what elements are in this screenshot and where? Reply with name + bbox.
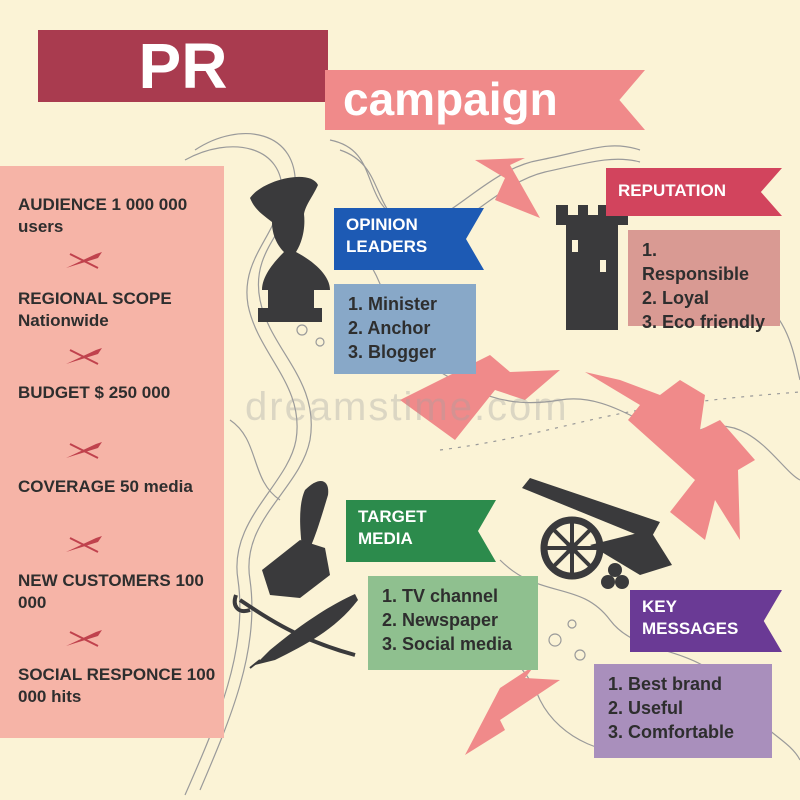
opinion-leaders-ribbon: OPINION LEADERS [334,208,484,270]
reputation-list: 1. Responsible 2. Loyal 3. Eco friendly [628,230,780,332]
cannon-icon [522,478,672,589]
stat-value: 50 media [120,477,193,496]
stat-label: AUDIENCE [18,195,107,214]
list-item: 2. Loyal [642,288,710,308]
stat-new-customers: NEW CUSTOMERS 100 000 [18,570,224,614]
stat-value: $ 250 000 [94,383,171,402]
key-messages-ribbon: KEY MESSAGES [630,590,782,652]
list-item: 2. Newspaper [382,610,499,630]
opinion-leaders-list: 1. Minister 2. Anchor 3. Blogger [334,284,476,374]
stat-label: BUDGET [18,383,90,402]
arrows [400,158,755,755]
ribbon-title-line2: MESSAGES [642,619,739,638]
ribbon-title: REPUTATION [618,181,726,200]
list-item: 3. Blogger [348,342,437,362]
arrow-icon [585,372,755,540]
list-item: 2. Useful [608,698,684,718]
stat-label: COVERAGE [18,477,116,496]
stat-regional-scope: REGIONAL SCOPE Nationwide [18,288,224,332]
quill-icon [66,630,102,647]
target-media-list: 1. TV channel 2. Newspaper 3. Social med… [368,576,538,670]
quill-icon [249,594,358,669]
quill-icon [66,442,102,459]
target-media-ribbon: TARGET MEDIA [346,500,496,562]
ribbon-title-line2: MEDIA [358,529,413,548]
sword-icon [232,594,356,657]
stat-label: REGIONAL SCOPE [18,289,172,308]
list-item: 1. Minister [348,294,438,314]
stat-audience: AUDIENCE 1 000 000 users [18,194,224,238]
watermark: dreamstime.com [245,385,569,429]
list-item: 3. Eco friendly [642,312,766,332]
ribbon-title-line1: OPINION [346,215,418,234]
hat-icon [262,480,330,598]
stat-value: Nationwide [18,311,109,330]
reputation-ribbon: REPUTATION [606,168,782,216]
arrow-icon [475,158,540,218]
stat-label: SOCIAL RESPONCE [18,665,183,684]
arrow-icon [400,355,560,465]
stat-value: 1 000 000 users [18,195,188,236]
stat-coverage: COVERAGE 50 media [18,476,193,498]
napoleon-bust-icon [250,176,330,322]
key-messages-list: 1. Best brand 2. Useful 3. Comfortable [594,664,772,758]
stat-label: NEW CUSTOMERS [18,571,171,590]
quill-icon [66,536,102,553]
title-main: PR [38,30,328,102]
title-sub: campaign [325,70,645,130]
quill-icon [66,252,102,269]
tower-icon [556,205,628,330]
list-item: 3. Comfortable [608,722,735,742]
quill-icon [66,348,102,365]
list-item: 3. Social media [382,634,513,654]
list-item: 1. TV channel [382,586,499,606]
list-item: 2. Anchor [348,318,431,338]
arrow-icon [465,665,560,755]
stat-value: 100 000 hits [18,665,216,706]
stat-social-responce: SOCIAL RESPONCE 100 000 hits [18,664,224,708]
rail-line [439,391,800,451]
ribbon-title-line2: LEADERS [346,237,428,256]
list-item: 1. Best brand [608,674,723,694]
stats-panel: AUDIENCE 1 000 000 users REGIONAL SCOPE … [0,166,224,738]
ribbon-title-line1: TARGET [358,507,427,526]
stat-budget: BUDGET $ 250 000 [18,382,170,404]
list-item: 1. Responsible [642,240,750,284]
stat-value: 100 000 [18,571,204,612]
ribbon-title-line1: KEY [642,597,677,616]
